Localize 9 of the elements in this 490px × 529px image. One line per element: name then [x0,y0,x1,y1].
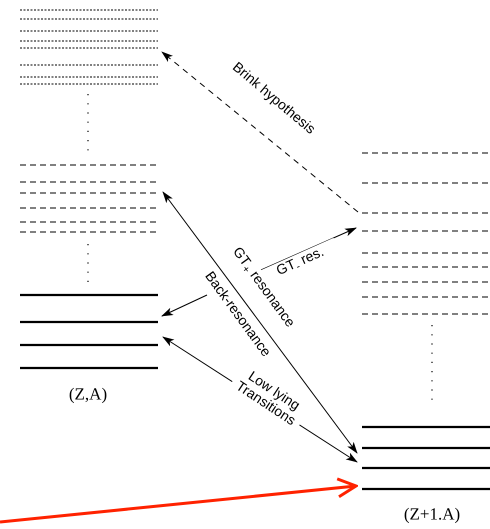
energy-levels [20,292,158,371]
nucleus-label: (Z,A) [68,386,108,402]
arrow [162,191,358,454]
arrow [260,228,357,270]
arrow [161,294,208,316]
arrow [0,477,358,524]
energy-levels [362,424,490,492]
arrow [161,51,358,212]
nucleus-label: (Z+1.A) [404,506,460,522]
